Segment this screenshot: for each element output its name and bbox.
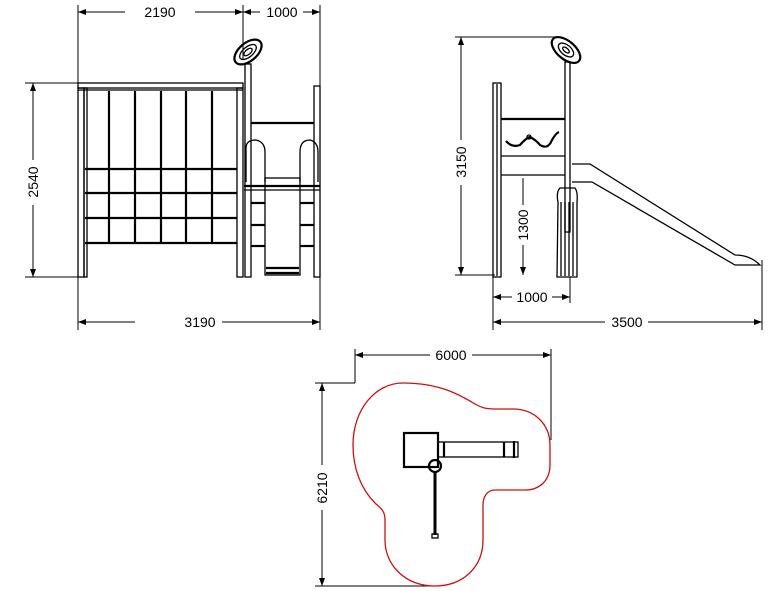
dim-front-total-width: 3190 xyxy=(184,314,215,330)
dim-side-total-length: 3500 xyxy=(611,314,642,330)
spiral-disc-icon xyxy=(550,35,582,65)
dim-front-width-left: 2190 xyxy=(144,4,175,20)
dim-side-depth: 1000 xyxy=(516,289,547,305)
dim-front-width-right: 1000 xyxy=(266,4,297,20)
dim-platform-height: 1300 xyxy=(515,209,531,240)
safety-zone-outline xyxy=(352,382,551,587)
dim-safety-width: 6000 xyxy=(435,347,466,363)
plan-view: 6000 6210 xyxy=(314,347,552,587)
front-view: 2190 1000 2540 3190 xyxy=(25,4,321,330)
spiral-disc-icon xyxy=(233,38,263,66)
dim-side-total-height: 3150 xyxy=(453,146,469,177)
dim-front-height: 2540 xyxy=(25,166,41,197)
dim-safety-depth: 6210 xyxy=(314,472,330,503)
side-view: 3150 1300 1000 3500 xyxy=(453,35,763,330)
